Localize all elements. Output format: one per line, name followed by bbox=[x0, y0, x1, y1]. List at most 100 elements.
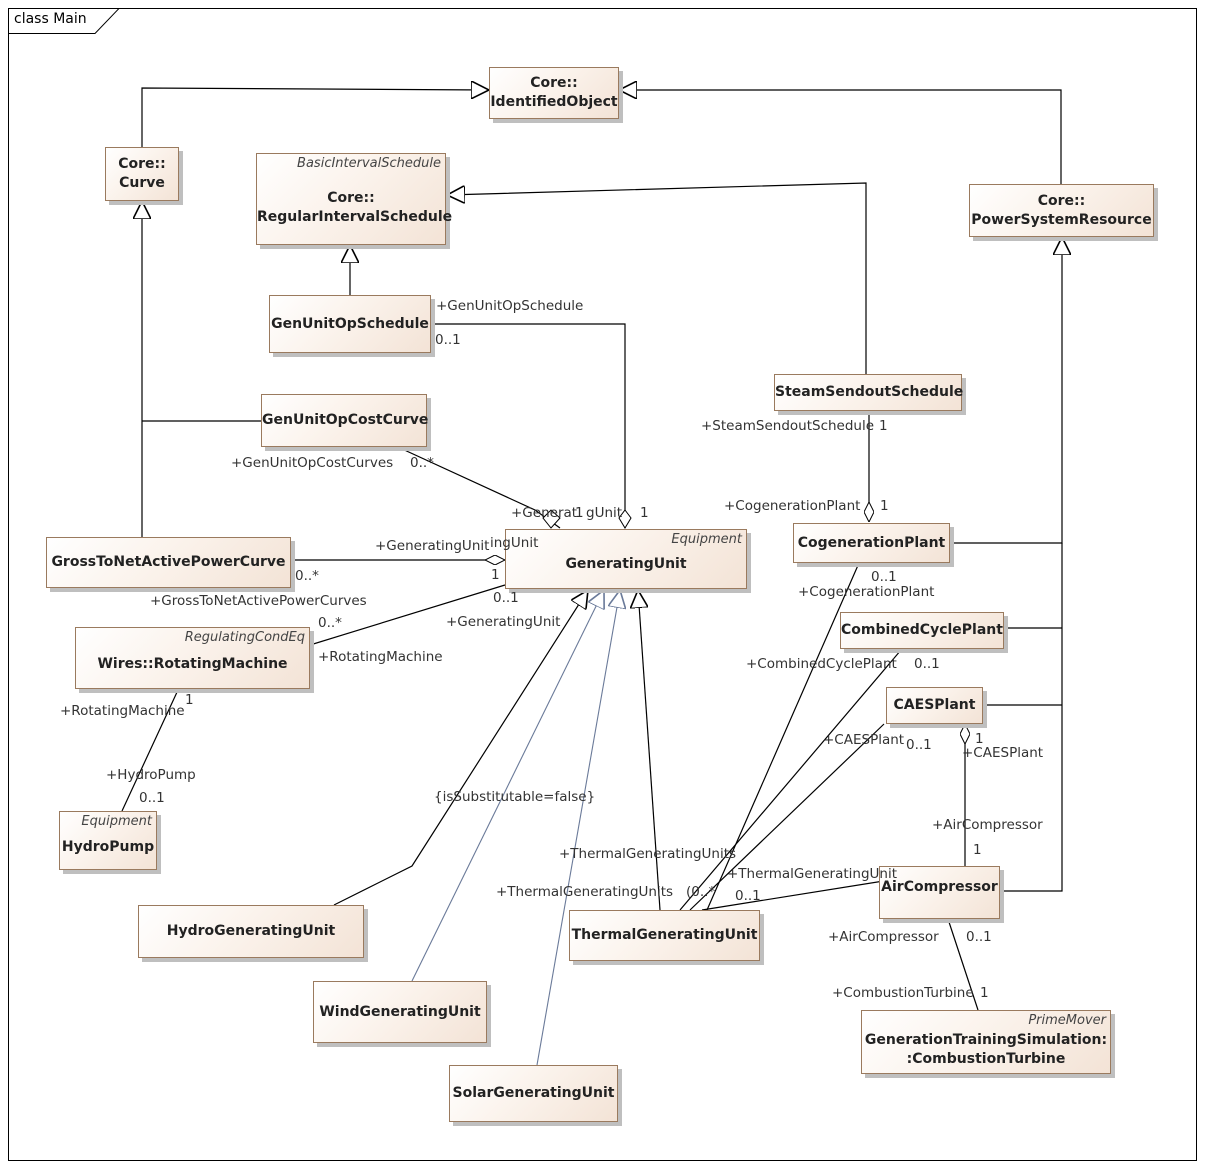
class-name-line: :CombustionTurbine bbox=[906, 1051, 1066, 1067]
class-hydro-pump[interactable]: Equipment HydroPump bbox=[59, 811, 157, 870]
edge-thermal-gu bbox=[638, 590, 661, 911]
class-name-line: Core:: bbox=[327, 190, 375, 206]
role-label: +CombinedCyclePlant bbox=[746, 656, 897, 672]
class-wind-generating-unit[interactable]: WindGeneratingUnit bbox=[313, 981, 487, 1043]
stereotype: Equipment bbox=[671, 532, 742, 547]
edge-schedule-gu bbox=[431, 323, 626, 528]
multiplicity-label: 1 bbox=[640, 505, 649, 521]
class-name-line: Wires::RotatingMachine bbox=[97, 655, 288, 672]
class-gross-to-net-active-power-curve[interactable]: GrossToNetActivePowerCurve bbox=[46, 537, 291, 588]
role-label: +GenUnitOpCostCurves bbox=[231, 455, 394, 471]
edge-wind-gu bbox=[411, 590, 604, 982]
role-label: +CAESPlant bbox=[962, 745, 1044, 761]
multiplicity-label: (0..* bbox=[686, 884, 716, 900]
class-curve[interactable]: Core::Curve bbox=[105, 147, 179, 201]
role-label: +RotatingMachine bbox=[318, 649, 443, 665]
multiplicity-label: 1 bbox=[879, 418, 888, 434]
class-name-line: AirCompressor bbox=[881, 879, 998, 895]
multiplicity-label: 1 bbox=[575, 505, 584, 521]
class-gen-unit-op-cost-curve[interactable]: GenUnitOpCostCurve bbox=[261, 394, 429, 447]
edge-plants-psr bbox=[950, 237, 1062, 544]
edge-ccp-thermal bbox=[679, 649, 902, 911]
edge-psr-identifiedobject bbox=[619, 90, 1062, 184]
edge-rotating-hydropump bbox=[121, 689, 179, 812]
role-label: +GenUnitOpSchedule bbox=[436, 298, 584, 314]
class-name-line: GeneratingUnit bbox=[565, 555, 687, 572]
class-name-line: SteamSendoutSchedule bbox=[775, 384, 964, 400]
role-label: +CogenerationPlant bbox=[798, 584, 935, 600]
multiplicity-label: 0..1 bbox=[871, 569, 897, 585]
class-thermal-generating-unit[interactable]: ThermalGeneratingUnit bbox=[569, 910, 760, 961]
class-combined-cycle-plant[interactable]: CombinedCyclePlant bbox=[840, 612, 1004, 649]
role-label: +ThermalGeneratingUnit bbox=[727, 866, 898, 882]
class-name-line: GenerationTrainingSimulation: bbox=[864, 1032, 1108, 1048]
class-rotating-machine[interactable]: RegulatingCondEq Wires::RotatingMachine bbox=[75, 627, 310, 689]
role-label: +AirCompressor bbox=[932, 817, 1043, 833]
class-name-line: Core:: bbox=[118, 156, 166, 172]
diamond-cost-gu bbox=[542, 509, 561, 529]
role-label: ingUnit bbox=[490, 535, 539, 551]
role-label: +CombustionTurbine bbox=[832, 985, 974, 1001]
edge-cogen-thermal bbox=[706, 562, 860, 911]
constraint-label: {isSubstitutable=false} bbox=[434, 789, 596, 805]
stereotype: PrimeMover bbox=[1028, 1013, 1106, 1028]
role-label: +CAESPlant bbox=[823, 732, 905, 748]
role-label: +AirCompressor bbox=[828, 929, 939, 945]
frame-tab bbox=[8, 8, 120, 34]
class-hydro-generating-unit[interactable]: HydroGeneratingUnit bbox=[138, 905, 364, 958]
class-name-line: ThermalGeneratingUnit bbox=[571, 927, 758, 943]
multiplicity-label: 1 bbox=[491, 567, 500, 583]
multiplicity-label: 1 bbox=[973, 842, 982, 858]
class-air-compressor[interactable]: AirCompressor bbox=[879, 866, 1000, 919]
edge-aircompressor-ct bbox=[947, 918, 979, 1011]
class-name-line: RegularIntervalSchedule bbox=[257, 209, 453, 225]
class-name-line: HydroGeneratingUnit bbox=[166, 923, 336, 939]
edge-aircompressor-psr bbox=[1000, 543, 1063, 892]
multiplicity-label: 0..1 bbox=[906, 737, 932, 753]
edge-solar-gu bbox=[536, 590, 620, 1066]
class-power-system-resource[interactable]: Core::PowerSystemResource bbox=[969, 184, 1154, 237]
stereotype: BasicIntervalSchedule bbox=[297, 156, 441, 171]
class-name-line: GenUnitOpCostCurve bbox=[262, 412, 429, 428]
multiplicity-label: 0..1 bbox=[493, 590, 519, 606]
class-generating-unit[interactable]: Equipment GeneratingUnit bbox=[505, 529, 747, 589]
class-name-line: HydroPump bbox=[61, 839, 155, 855]
role-label: +SteamSendoutSchedule bbox=[701, 418, 875, 434]
class-solar-generating-unit[interactable]: SolarGeneratingUnit bbox=[449, 1065, 618, 1122]
multiplicity-label: 0..* bbox=[410, 455, 434, 471]
role-label: +GeneratingUnit bbox=[375, 538, 490, 554]
class-name-line: IdentifiedObject bbox=[490, 94, 618, 110]
multiplicity-label: 0..1 bbox=[735, 888, 761, 904]
edge-steamsendout-ris bbox=[447, 182, 867, 374]
class-identified-object[interactable]: Core::IdentifiedObject bbox=[489, 67, 619, 119]
class-regular-interval-schedule[interactable]: BasicIntervalSchedule Core::RegularInter… bbox=[256, 153, 453, 245]
role-label: gUnit bbox=[586, 505, 623, 521]
multiplicity-label: 0..1 bbox=[966, 929, 992, 945]
multiplicity-label: 1 bbox=[880, 498, 889, 514]
edge-hydro-gu bbox=[333, 590, 588, 906]
class-combustion-turbine[interactable]: PrimeMover GenerationTrainingSimulation:… bbox=[861, 1010, 1111, 1074]
class-name-line: CogenerationPlant bbox=[797, 534, 946, 551]
multiplicity-label: 0..1 bbox=[914, 656, 940, 672]
class-gen-unit-op-schedule[interactable]: GenUnitOpSchedule bbox=[269, 295, 431, 353]
role-label: +ThermalGeneratingUnits bbox=[496, 884, 674, 900]
role-label: +GeneratingUnit bbox=[446, 614, 561, 630]
diamond-schedule-gu bbox=[618, 509, 632, 529]
class-name-line: PowerSystemResource bbox=[971, 211, 1152, 228]
class-steam-sendout-schedule[interactable]: SteamSendoutSchedule bbox=[774, 374, 964, 411]
multiplicity-label: 1 bbox=[980, 985, 989, 1001]
diagram-frame bbox=[8, 8, 1197, 1161]
class-name-line: Core:: bbox=[1037, 192, 1086, 209]
multiplicity-label: 0..* bbox=[295, 568, 319, 584]
stereotype: RegulatingCondEq bbox=[184, 630, 305, 645]
class-name-line: CombinedCyclePlant bbox=[841, 622, 1003, 638]
edge-caes-thermal bbox=[689, 723, 885, 911]
role-label: +CogenerationPlant bbox=[724, 498, 861, 514]
multiplicity-label: 0..1 bbox=[139, 790, 165, 806]
class-name-line: WindGeneratingUnit bbox=[319, 1003, 481, 1020]
class-name-line: Curve bbox=[119, 175, 165, 191]
class-name-line: SolarGeneratingUnit bbox=[452, 1085, 615, 1101]
class-cogeneration-plant[interactable]: CogenerationPlant bbox=[793, 523, 950, 563]
edge-rotating-gu bbox=[309, 584, 506, 646]
class-caes-plant[interactable]: CAESPlant bbox=[886, 687, 983, 724]
